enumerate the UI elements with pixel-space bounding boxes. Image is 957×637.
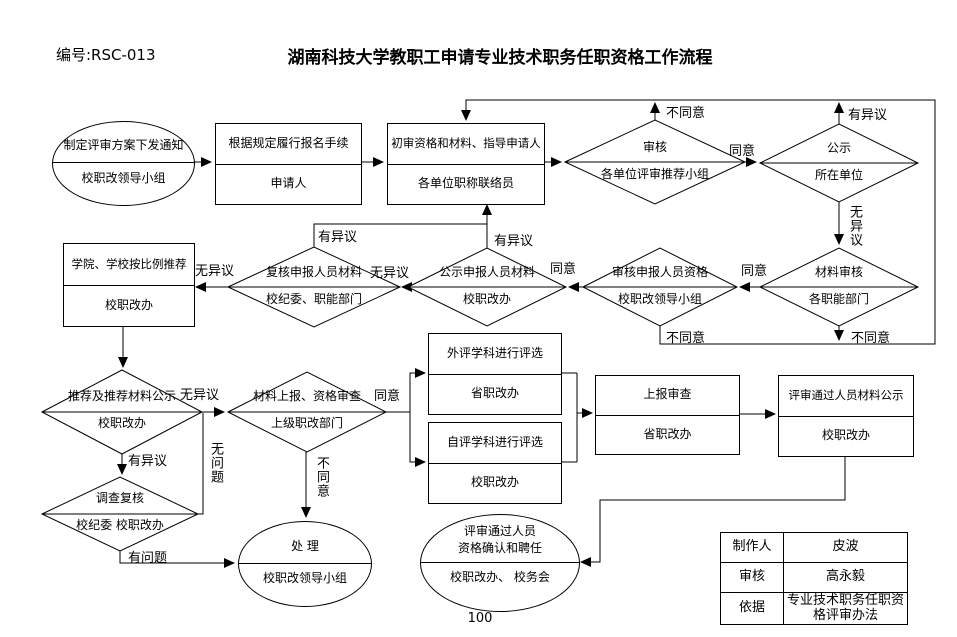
node-recommend-action: 学院、学校按比例推荐 xyxy=(64,244,194,286)
info-value-reviewer: 高永毅 xyxy=(783,562,908,593)
node-passed-publicity: 评审通过人员材料公示 校职改办 xyxy=(778,375,914,457)
node-report-review: 上报审查 省职改办 xyxy=(595,375,740,455)
node-handle-actor: 校职改领导小组 xyxy=(262,571,347,585)
node-investigate-actor: 校纪委 校职改办 xyxy=(76,518,164,532)
connector-branch-external xyxy=(409,368,426,412)
node-apply-actor: 申请人 xyxy=(270,176,307,191)
node-external-eval-action: 外评学科进行评选 xyxy=(429,334,561,375)
edge-label-agree-submitcheck: 同意 xyxy=(374,389,401,404)
node-unit-review-action: 审核 xyxy=(642,140,667,154)
edge-label-noproblem-investigate: 无问题 xyxy=(208,442,223,484)
node-report-review-action: 上报审查 xyxy=(596,376,739,416)
info-label-basis: 依据 xyxy=(720,592,784,625)
node-start-action: 制定评审方案下发通知 xyxy=(63,138,184,152)
info-table: 制作人 皮波 审核 高永毅 依据 专业技术职务任职资格评审办法 xyxy=(720,532,908,625)
node-recommend: 学院、学校按比例推荐 校职改办 xyxy=(63,243,195,327)
page-number: 100 xyxy=(467,611,493,626)
node-publicity-action: 公示 xyxy=(826,141,851,155)
edge-label-disagree-unitreview: 不同意 xyxy=(666,106,706,121)
node-confirm xyxy=(420,514,580,612)
node-material-review-actor: 各职能部门 xyxy=(808,292,869,306)
edge-label-objection-publicity: 有异议 xyxy=(848,108,888,123)
edge-label-problem-investigate: 有问题 xyxy=(128,551,168,566)
node-external-eval: 外评学科进行评选 省职改办 xyxy=(428,333,562,415)
node-material-publicity-actor: 校职改办 xyxy=(462,292,511,306)
node-apply-action: 根据规定履行报名手续 xyxy=(216,124,361,165)
connector-investigate-handle xyxy=(119,551,235,568)
edge-label-noobjection-publicity: 无异议 xyxy=(847,205,862,247)
node-recommend-actor: 校职改办 xyxy=(104,297,153,312)
info-label-maker: 制作人 xyxy=(720,532,784,563)
table-row: 依据 专业技术职务任职资格评审办法 xyxy=(720,592,908,625)
node-passed-publicity-action: 评审通过人员材料公示 xyxy=(779,376,913,417)
connector-branch-self xyxy=(409,412,426,467)
table-row: 审核 高永毅 xyxy=(720,562,908,593)
edge-label-noobjection-materialpublicity: 无异议 xyxy=(370,266,410,281)
node-submit-check-actor: 上级职改部门 xyxy=(270,416,343,430)
node-report-review-actor: 省职改办 xyxy=(643,426,692,441)
node-unit-review-actor: 各单位评审推荐小组 xyxy=(600,167,709,181)
node-passed-publicity-actor: 校职改办 xyxy=(821,428,870,443)
node-self-eval: 自评学科进行评选 校职改办 xyxy=(428,422,562,504)
node-submit-check-action: 材料上报、资格审查 xyxy=(252,389,361,403)
edge-label-disagree-submitcheck: 不同意 xyxy=(314,456,329,498)
node-material-publicity-action: 公示申报人员材料 xyxy=(438,265,535,279)
edge-label-objection-recpublicity: 有异议 xyxy=(128,454,168,469)
edge-label-objection-materialpublicity: 有异议 xyxy=(494,234,534,249)
node-publicity-actor: 所在单位 xyxy=(814,168,863,182)
node-initial-review-actor: 各单位职称联络员 xyxy=(417,176,514,191)
node-investigate-action: 调查复核 xyxy=(95,491,144,505)
node-recheck-action: 复核申报人员材料 xyxy=(265,265,362,279)
edge-label-agree-unitreview: 同意 xyxy=(729,144,756,159)
edge-label-disagree-materialreview: 不同意 xyxy=(851,331,891,346)
info-value-maker: 皮波 xyxy=(783,532,908,563)
page-title: 湖南科技大学教职工申请专业技术职务任职资格工作流程 xyxy=(287,48,713,68)
connector-recheck-objection-up xyxy=(313,223,487,247)
edge-label-objection-recheck: 有异议 xyxy=(318,230,358,245)
node-self-eval-actor: 校职改办 xyxy=(470,475,519,490)
info-label-reviewer: 审核 xyxy=(720,562,784,593)
edge-label-disagree-qualreview: 不同意 xyxy=(666,331,706,346)
node-confirm-action-line2: 资格确认和聘任 xyxy=(457,541,542,555)
node-external-eval-actor: 省职改办 xyxy=(470,386,519,401)
edge-label-agree-qualreview: 同意 xyxy=(550,262,577,277)
node-start-actor: 校职改领导小组 xyxy=(81,171,166,185)
node-handle xyxy=(238,521,372,607)
connector-passed-confirm xyxy=(580,455,846,567)
connector-feedback-loop xyxy=(461,99,936,345)
node-recheck-actor: 校纪委、职能部门 xyxy=(265,292,362,306)
node-material-review-action: 材料审核 xyxy=(814,265,863,279)
document-code: 编号:RSC-013 xyxy=(56,46,156,64)
table-row: 制作人 皮波 xyxy=(720,532,908,563)
edge-label-noobjection-recpublicity: 无异议 xyxy=(180,388,220,403)
node-qual-review-actor: 校职改领导小组 xyxy=(617,292,702,306)
node-handle-action: 处 理 xyxy=(291,539,319,553)
edge-label-noobjection-recheck: 无异议 xyxy=(195,264,235,279)
node-recommend-publicity-actor: 校职改办 xyxy=(97,416,146,430)
node-confirm-action-line1: 评审通过人员 xyxy=(463,524,536,538)
edge-label-agree-materialreview: 同意 xyxy=(741,264,768,279)
node-initial-review: 初审资格和材料、指导申请人 各单位职称联络员 xyxy=(387,123,545,205)
node-recommend-publicity-action: 推荐及推荐材料公示 xyxy=(67,389,176,403)
node-start xyxy=(52,121,195,206)
node-self-eval-action: 自评学科进行评选 xyxy=(429,423,561,464)
node-initial-review-action: 初审资格和材料、指导申请人 xyxy=(388,124,544,165)
connector-investigate-noproblem-up xyxy=(198,413,204,515)
node-confirm-actor: 校职改办、 校务会 xyxy=(450,570,550,584)
node-qual-review-action: 审核申报人员资格 xyxy=(611,265,708,279)
info-value-basis: 专业技术职务任职资格评审办法 xyxy=(783,592,908,625)
node-apply: 根据规定履行报名手续 申请人 xyxy=(215,123,362,205)
